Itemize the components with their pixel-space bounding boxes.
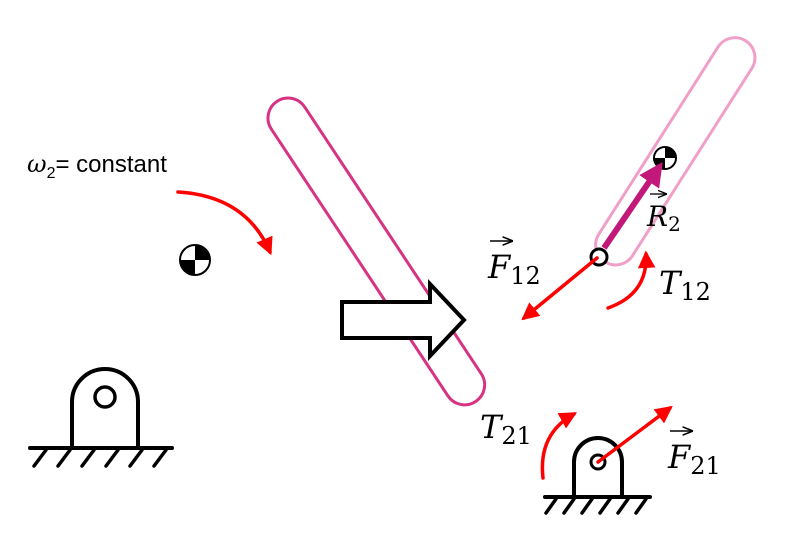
- t12-subscript: 12: [680, 278, 711, 306]
- transition-arrow: [340, 278, 467, 362]
- t12-symbol: T: [659, 264, 683, 302]
- f21-subscript: 21: [690, 452, 721, 480]
- f21-symbol: F: [667, 438, 692, 476]
- f12-symbol: F: [487, 248, 512, 286]
- label-f12: F12: [487, 241, 541, 290]
- omega-text: = constant: [55, 151, 167, 178]
- torque-arrow-t21: [540, 412, 578, 480]
- torque-arrow-t12: [606, 250, 656, 310]
- angular-velocity-label: ω2= constant: [27, 150, 167, 182]
- position-vector-r2: [601, 162, 663, 250]
- angular-velocity-arrow: [176, 190, 273, 256]
- f12-subscript: 12: [510, 262, 541, 290]
- label-r2: R2: [646, 194, 681, 236]
- t21-subscript: 21: [501, 422, 532, 450]
- label-f21: F21: [667, 431, 721, 480]
- r2-subscript: 2: [668, 212, 681, 236]
- force-arrow-f12: [521, 256, 599, 321]
- link-2: [266, 96, 487, 407]
- center-of-mass-icon: [179, 244, 211, 276]
- force-arrow-f21: [596, 405, 673, 464]
- label-t12: T12: [659, 264, 711, 306]
- ground-pivot: [28, 367, 174, 468]
- left-assembly: ω2= constant: [27, 96, 487, 468]
- svg-text:R2: R2: [646, 200, 681, 236]
- label-t21: T21: [480, 408, 532, 450]
- fbd-link-2: F12 R2 T12: [487, 36, 757, 321]
- omega-subscript: 2: [47, 165, 56, 182]
- svg-text:F12: F12: [487, 248, 541, 290]
- fbd-ground: T21 F21: [480, 405, 721, 515]
- r2-symbol: R: [646, 200, 668, 233]
- svg-text:F21: F21: [667, 438, 721, 480]
- ground-pivot-small: [543, 436, 652, 515]
- omega-symbol: ω: [27, 150, 47, 178]
- t21-symbol: T: [480, 408, 504, 446]
- svg-text:T21: T21: [480, 408, 532, 450]
